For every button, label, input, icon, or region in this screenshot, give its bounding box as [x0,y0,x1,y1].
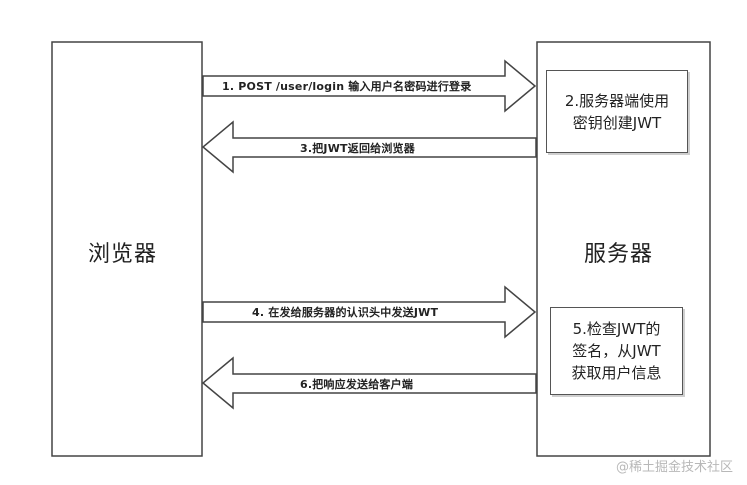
message-label-6: 6.把响应发送给客户端 [300,378,414,391]
note-verify-jwt: 5.检查JWT的 签名，从JWT 获取用户信息 [550,307,683,395]
message-label-4: 4. 在发给服务器的认识头中发送JWT [252,306,439,319]
watermark: @稀土掘金技术社区 [615,460,733,475]
browser-lifeline-box [51,41,203,457]
message-arrow-3 [201,120,537,174]
note-line: 签名，从JWT [572,342,661,360]
note-line: 2.服务器端使用 [564,91,670,110]
note-create-jwt: 2.服务器端使用 密钥创建JWT [546,70,688,153]
note-line: 5.检查JWT的 [572,320,661,338]
message-label-3: 3.把JWT返回给浏览器 [300,142,415,155]
message-label-1: 1. POST /user/login 输入用户名密码进行登录 [222,80,472,93]
browser-label: 浏览器 [88,242,158,267]
message-arrow-6 [201,356,537,410]
note-line: 密钥创建JWT [572,113,662,132]
server-label: 服务器 [584,242,654,267]
message-arrow-4 [202,285,537,339]
note-line: 获取用户信息 [571,364,662,382]
message-arrow-1 [202,59,537,113]
